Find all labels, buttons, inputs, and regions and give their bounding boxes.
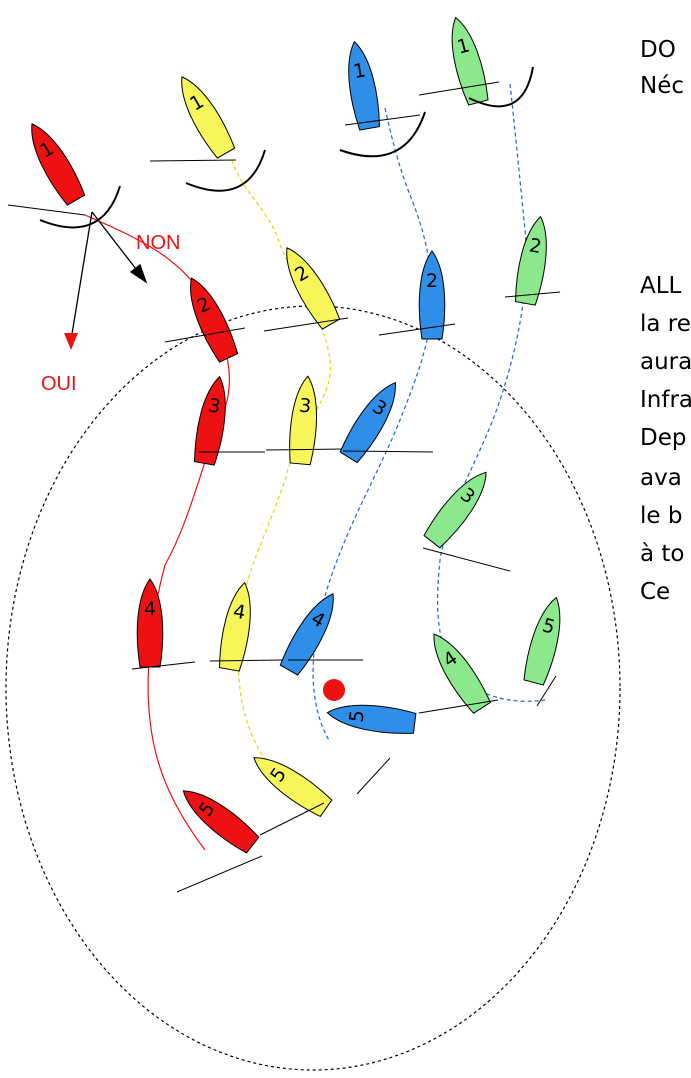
side-text-line: DO bbox=[640, 37, 676, 63]
red-boat-number: 3 bbox=[207, 394, 223, 418]
arrow-oui-line bbox=[70, 211, 93, 341]
blue-boat-number: 2 bbox=[426, 270, 438, 292]
yellow-boat-hull bbox=[289, 375, 318, 466]
yellow-boat-hull bbox=[181, 76, 236, 159]
yellow-boat-number: 3 bbox=[298, 395, 312, 418]
side-text-line: ava bbox=[640, 465, 682, 491]
blue-boat-5: 5 bbox=[326, 704, 417, 734]
side-text-line: à to bbox=[640, 541, 685, 567]
green-boat-hull bbox=[433, 633, 491, 715]
yellow-boat-hull bbox=[219, 581, 251, 672]
blue-boat-number: 5 bbox=[345, 709, 368, 724]
side-text-line: Dep bbox=[640, 425, 686, 451]
yellow-boat-boom bbox=[263, 317, 349, 332]
blue-boat-hull bbox=[279, 593, 334, 676]
green-track bbox=[436, 83, 546, 702]
green-boat-number: 2 bbox=[528, 234, 544, 258]
green-boat-1: 1 bbox=[451, 16, 489, 106]
blue-boat-number: 1 bbox=[352, 59, 368, 83]
side-text: DO Néc ALL la re aura Infra Dep ava le b… bbox=[640, 37, 691, 605]
yellow-track bbox=[231, 159, 332, 761]
yellow-boat-4: 4 bbox=[219, 581, 251, 672]
green-boat-4: 4 bbox=[433, 633, 491, 715]
blue-boat-1: 1 bbox=[348, 40, 380, 131]
yellow-boat-hull bbox=[253, 757, 333, 818]
blue-boat-hull bbox=[339, 381, 396, 464]
side-text-line: Ce bbox=[640, 579, 670, 605]
yellow-boat-boom bbox=[149, 159, 237, 162]
yellow-boat-sail-arc bbox=[185, 149, 266, 192]
yellow-boat-boom bbox=[209, 659, 284, 662]
blue-boat-3: 3 bbox=[339, 381, 396, 464]
yellow-boat-2: 2 bbox=[286, 247, 341, 330]
label-oui: OUI bbox=[41, 373, 77, 395]
yellow-boat-boom bbox=[259, 802, 325, 836]
green-boat-3: 3 bbox=[423, 471, 487, 549]
green-boat-hull bbox=[523, 596, 561, 686]
blue-boat-boom bbox=[344, 114, 421, 126]
blue-boat-sail-arc bbox=[339, 111, 426, 158]
red-boat-number: 4 bbox=[144, 598, 156, 620]
arrow-oui-head bbox=[64, 333, 78, 350]
red-boat-5: 5 bbox=[182, 790, 260, 854]
side-text-line: le b bbox=[640, 503, 682, 529]
red-boat-hull bbox=[31, 123, 86, 206]
yellow-boat-number: 4 bbox=[232, 600, 248, 624]
direction-arrows bbox=[64, 211, 148, 350]
blue-boat-4: 4 bbox=[279, 593, 334, 676]
side-text-line: Infra bbox=[640, 387, 691, 413]
green-boat-5: 5 bbox=[523, 596, 561, 686]
red-boat-boom bbox=[131, 661, 196, 670]
blue-boat-2: 2 bbox=[418, 250, 446, 340]
side-text-line: la re bbox=[640, 311, 691, 337]
red-boat-boom bbox=[164, 327, 246, 343]
blue-boat-boom bbox=[378, 323, 456, 336]
blue-boat-boom bbox=[356, 757, 391, 795]
green-boat-hull bbox=[423, 471, 487, 549]
red-boat-hull bbox=[182, 790, 260, 854]
red-boat-1: 1 bbox=[31, 123, 86, 206]
red-boat-hull bbox=[194, 375, 226, 466]
red-boat-sail-arc bbox=[39, 185, 121, 229]
yellow-boat-hull bbox=[286, 247, 341, 330]
blue-boat-boom bbox=[342, 450, 434, 453]
red-boat-4: 4 bbox=[136, 578, 164, 668]
blue-boat-hull bbox=[348, 40, 380, 131]
side-text-line: Néc bbox=[640, 73, 684, 99]
side-text-line: aura bbox=[640, 349, 691, 375]
green-boat-boom bbox=[504, 291, 561, 298]
boats-layer: 1 2 3 4 5 1 2 3 4 5 1 2 3 4 5 1 2 3 4 5 bbox=[7, 16, 561, 893]
arrow-non-head bbox=[129, 263, 148, 284]
yellow-boat-5: 5 bbox=[253, 757, 333, 818]
green-boat-boom bbox=[422, 547, 511, 572]
green-boat-boom bbox=[418, 699, 499, 714]
green-boat-number: 5 bbox=[540, 614, 557, 638]
yellow-boat-boom bbox=[265, 448, 346, 451]
blue-boat-hull bbox=[418, 250, 446, 340]
side-text-line: ALL bbox=[640, 273, 682, 299]
yellow-boat-3: 3 bbox=[289, 375, 318, 466]
blue-boat-hull bbox=[326, 704, 417, 734]
green-boat-2: 2 bbox=[515, 215, 547, 306]
mark-buoy bbox=[323, 679, 345, 701]
green-boat-sail-arc bbox=[468, 66, 534, 108]
red-boat-2: 2 bbox=[190, 277, 239, 363]
green-boat-boom bbox=[418, 81, 500, 96]
red-boat-3: 3 bbox=[194, 375, 226, 466]
green-boat-hull bbox=[515, 215, 547, 306]
red-boat-hull bbox=[190, 277, 239, 363]
yellow-boat-1: 1 bbox=[181, 76, 236, 159]
red-boat-boom bbox=[176, 855, 263, 893]
label-non: NON bbox=[136, 232, 180, 254]
green-boat-boom bbox=[536, 675, 557, 707]
green-boat-hull bbox=[451, 16, 489, 106]
green-boat-number: 1 bbox=[455, 34, 472, 58]
track-lines bbox=[84, 83, 546, 851]
red-boat-boom bbox=[7, 204, 86, 216]
